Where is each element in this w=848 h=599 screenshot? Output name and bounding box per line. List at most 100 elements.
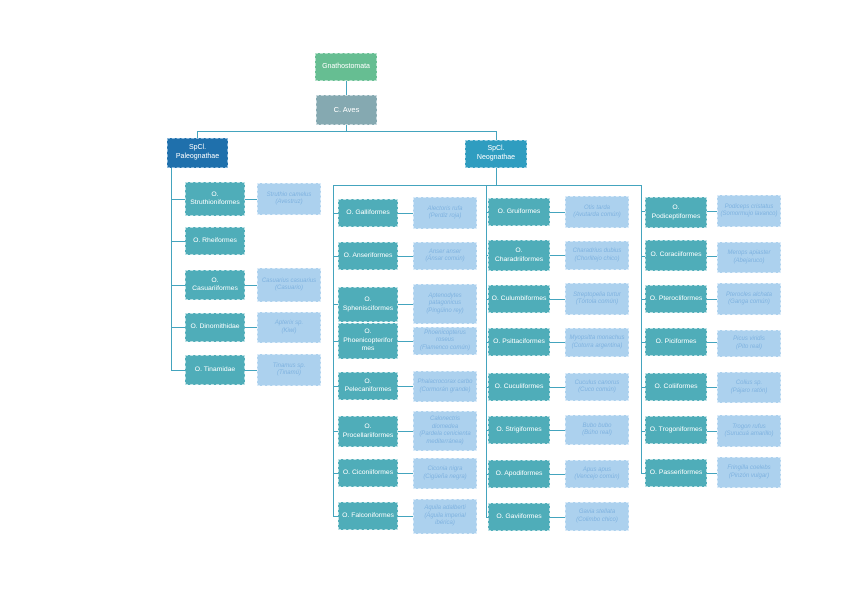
species-common-name: (Búho real)	[582, 430, 612, 436]
connector-line	[333, 185, 642, 186]
species-node-myopsitta-monachus: Myopsitta monachus(Cotorra argentina)	[565, 328, 629, 357]
connector-line	[550, 430, 565, 431]
species-scientific-name: Charadrius dubius	[572, 248, 622, 254]
order-label: O. Pelecaniformes	[344, 377, 392, 393]
connector-line	[197, 131, 497, 132]
order-label: O. Pterocliformes	[649, 294, 703, 302]
species-scientific-name: Phoenicopterus roseus	[424, 329, 466, 344]
species-scientific-name: Podiceps cristatus	[724, 203, 774, 210]
connector-line	[333, 304, 338, 305]
species-node-pterocles-alchata: Pterocles alchata(Ganga común)	[717, 283, 781, 315]
connector-line	[641, 185, 642, 473]
order-label: O. Phoenicopteriformes	[343, 328, 393, 353]
connector-line	[550, 212, 565, 213]
species-scientific-name: Picus viridis	[733, 336, 765, 342]
connector-line	[398, 473, 413, 474]
order-label: O. Galliformes	[346, 208, 390, 216]
connector-line	[641, 256, 645, 257]
order-label: O. Sphenisciformes	[342, 296, 394, 312]
connector-line	[398, 431, 413, 432]
species-node-cuculus-canorus: Cuculus canorus(Cuco común)	[565, 373, 629, 401]
node-c-aves: C. Aves	[316, 95, 377, 125]
connector-line	[550, 255, 565, 256]
species-node-fringilla-coelebs: Fringilla coelebs(Pinzón vulgar)	[717, 457, 781, 488]
species-scientific-name: Aquila adalberti	[424, 505, 466, 512]
order-node-trogoniformes: O. Trogoniformes	[645, 416, 707, 444]
order-label: O. Coliiformes	[654, 382, 698, 390]
connector-line	[245, 285, 257, 286]
order-node-ciconiiformes: O. Ciconiiformes	[338, 459, 398, 487]
species-scientific-name: Myopsitta monachus	[569, 335, 625, 341]
order-label: O. Casuariiformes	[192, 276, 238, 292]
order-label: O. Falconiformes	[342, 511, 394, 519]
species-node-colius-sp: Colius sp.(Pájaro ratón)	[717, 372, 781, 403]
order-label: O. Ciconiiformes	[342, 468, 394, 476]
order-node-falconiformes: O. Falconiformes	[338, 502, 398, 530]
connector-line	[486, 387, 489, 388]
connector-line	[550, 299, 565, 300]
species-scientific-name: Otis tarda	[583, 204, 610, 211]
connector-line	[346, 81, 347, 95]
species-common-name: (Avutarda común)	[573, 212, 621, 218]
order-label: O. Tinamidae	[194, 365, 236, 373]
connector-line	[707, 299, 717, 300]
order-node-passeriformes: O. Passeriformes	[645, 459, 707, 487]
connector-line	[707, 256, 717, 257]
species-common-name: (Pinzón vulgar)	[728, 472, 770, 479]
order-node-phoenicopteriformes: O. Phoenicopteriformes	[338, 323, 398, 359]
species-scientific-name: Aptenodytes patagonicus	[428, 292, 462, 307]
species-scientific-name: Merops apiaster	[727, 250, 771, 256]
connector-line	[333, 386, 338, 387]
species-scientific-name: Ciconia nigra	[427, 466, 463, 472]
connector-line	[398, 386, 413, 387]
order-node-psittaciformes: O. Psittaciformes	[488, 328, 550, 356]
order-label: O. Podiceptiformes	[651, 204, 701, 220]
species-common-name: (Tórtola común)	[575, 299, 619, 305]
species-common-name: (Flamenco común)	[419, 344, 470, 351]
species-node-apterix-sp: Apterix sp.(Kiwi)	[257, 312, 321, 343]
connector-line	[333, 185, 334, 516]
species-node-anser-anser: Anser anser(Ánsar común)	[413, 242, 477, 270]
species-common-name: (Pingüino rey)	[426, 307, 464, 314]
connector-line	[245, 327, 257, 328]
connector-line	[550, 342, 565, 343]
connector-line	[641, 342, 645, 343]
connector-line	[398, 213, 413, 214]
species-scientific-name: Fringilla coelebs	[727, 465, 771, 471]
species-common-name: (Chorlitejo chico)	[574, 255, 620, 262]
species-node-calonectris-diomedea: Calonectris diomedea(Pardela cenicienta …	[413, 411, 477, 451]
species-common-name: (Cigüeña negra)	[423, 473, 467, 480]
species-scientific-name: Struthio camelus	[266, 191, 312, 198]
species-node-struthio-camelus: Struthio camelus(Avestruz)	[257, 183, 321, 215]
node-label: SpCl. Paleognathae	[175, 144, 220, 160]
species-scientific-name: Casuarius casuarius	[261, 277, 317, 284]
connector-line	[707, 211, 717, 212]
order-label: O. Culumbiformes	[491, 294, 547, 302]
species-common-name: (Abejaruco)	[733, 257, 765, 264]
order-label: O. Strigiformes	[496, 425, 542, 433]
order-label: O. Procellariiformes	[342, 423, 394, 439]
order-node-cuculiformes: O. Cuculiformes	[488, 373, 550, 401]
node-spcl-neognathae: SpCl. Neognathae	[465, 140, 527, 168]
order-node-culumbiformes: O. Culumbiformes	[488, 285, 550, 313]
connector-line	[333, 431, 338, 432]
connector-line	[641, 431, 645, 432]
connector-line	[197, 131, 198, 138]
order-label: O. Cuculiformes	[494, 382, 544, 390]
connector-line	[171, 327, 185, 328]
species-common-name: (Ánsar común)	[425, 256, 465, 262]
connector-line	[496, 131, 497, 140]
species-scientific-name: Alectoris rufa	[427, 205, 463, 212]
connector-line	[486, 474, 489, 475]
species-common-name: (Cotorra argentina)	[571, 342, 623, 349]
species-scientific-name: Colius sp.	[735, 380, 763, 386]
species-scientific-name: Cuculus canorus	[574, 379, 620, 386]
species-common-name: (Cuco común)	[578, 387, 616, 393]
order-label: O. Charadriiformes	[494, 247, 544, 263]
species-common-name: (Somormujo lavanco)	[720, 211, 778, 217]
order-node-gruiformes: O. Gruiformes	[488, 198, 550, 226]
species-node-phoenicopterus-roseus: Phoenicopterus roseus(Flamenco común)	[413, 327, 477, 355]
species-common-name: (Kiwi)	[281, 327, 297, 334]
order-label: O. Trogoniformes	[649, 425, 703, 433]
